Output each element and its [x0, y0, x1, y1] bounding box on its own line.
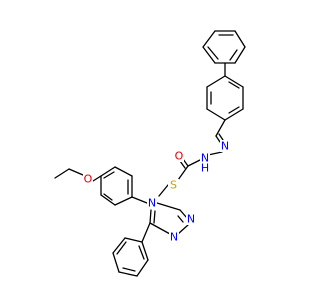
bond-line	[215, 119, 226, 137]
bond-line	[103, 193, 113, 201]
bond-layer	[54, 30, 246, 277]
atom-label: H	[201, 162, 209, 175]
bond-line	[136, 259, 149, 277]
bond-line	[215, 135, 221, 143]
triazole-n4-label: N	[147, 197, 157, 210]
bond-line	[202, 46, 216, 64]
bond-line	[141, 222, 151, 243]
atom-label-layer: O N N H S O N N	[83, 140, 230, 244]
bond-line	[234, 46, 246, 64]
bond-line	[114, 166, 133, 177]
bond-line	[122, 267, 136, 272]
atom-label: N	[187, 213, 195, 226]
bond-line	[207, 46, 219, 60]
bond-line	[177, 215, 184, 223]
bond-line	[68, 168, 84, 176]
atom-label: N	[221, 140, 229, 153]
bond-line	[138, 245, 145, 260]
bond-line	[179, 209, 188, 219]
bond-line	[202, 30, 216, 48]
bond-line	[179, 160, 186, 169]
bond-line	[141, 241, 149, 261]
imine-nitrogen-label: N	[220, 140, 230, 153]
carbonyl-oxygen-label: O	[174, 150, 184, 163]
atom-label: O	[84, 173, 93, 186]
bond-line	[153, 210, 156, 224]
molecule-structure-diagram: O N N H S O N N	[54, 30, 246, 277]
bond-line	[206, 108, 226, 121]
triazole-n2-label: N	[169, 231, 179, 244]
bond-line	[158, 184, 169, 197]
bond-line	[177, 224, 189, 235]
amide-nitrogen-label: N	[200, 152, 210, 165]
bond-line	[229, 49, 238, 61]
atom-label: N	[170, 231, 178, 244]
atom-label: O	[175, 150, 184, 163]
bond-line	[228, 81, 240, 89]
bond-line	[131, 196, 148, 204]
bond-line	[177, 165, 189, 181]
bond-line	[149, 222, 171, 235]
bond-line	[207, 151, 223, 156]
bond-line	[100, 194, 116, 206]
amide-hydrogen-label: H	[200, 162, 210, 175]
bond-line	[234, 30, 246, 48]
bond-line	[206, 75, 226, 88]
bond-line	[116, 241, 127, 255]
bond-line	[100, 166, 116, 177]
atom-label: N	[201, 152, 209, 165]
bond-line	[187, 159, 201, 167]
thioether-sulfur-label: S	[168, 179, 179, 192]
bond-line	[103, 171, 115, 179]
bond-line	[224, 108, 244, 121]
bond-line	[228, 106, 240, 114]
bond-line	[112, 252, 120, 273]
bond-line	[124, 237, 143, 243]
bond-line	[224, 75, 244, 88]
triazole-n1-label: N	[186, 213, 196, 226]
atom-label: S	[170, 179, 177, 192]
ether-oxygen-label: O	[83, 173, 93, 186]
bond-line	[112, 237, 126, 254]
atom-label: N	[148, 197, 156, 210]
bond-line	[156, 202, 181, 211]
bond-line	[218, 133, 224, 141]
bond-line	[114, 196, 133, 206]
bond-line	[92, 175, 102, 182]
bond-line	[54, 168, 70, 179]
bond-line	[118, 271, 138, 277]
bond-line	[149, 209, 152, 224]
